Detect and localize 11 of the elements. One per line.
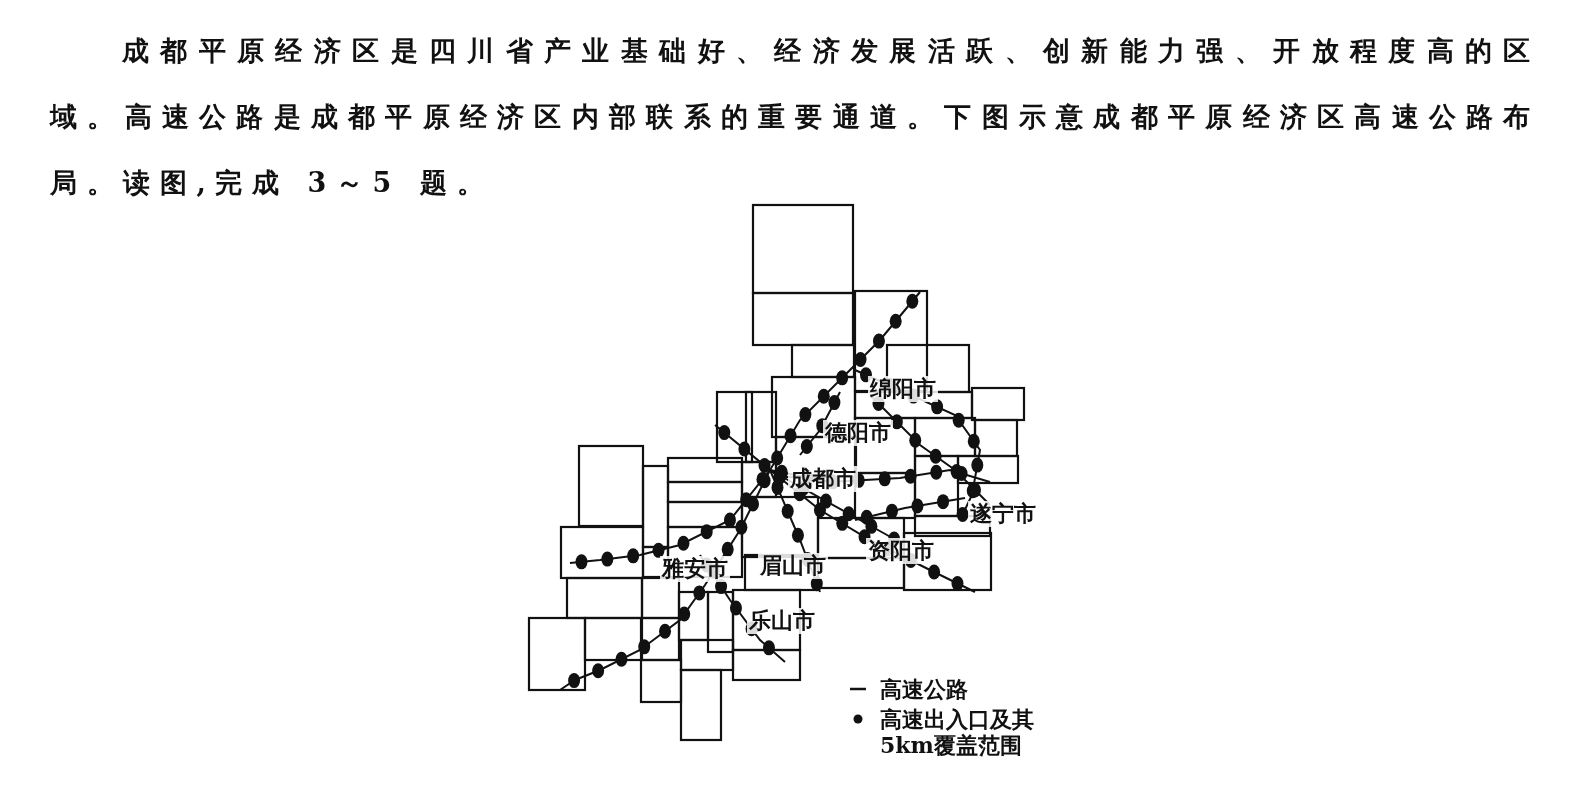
city-label: 遂宁市 — [968, 501, 1038, 527]
legend-label: 高速出入口及其5km覆盖范围 — [880, 706, 1035, 758]
city-label: 资阳市 — [866, 538, 936, 564]
city-label: 成都市 — [788, 466, 858, 492]
city-label: 乐山市 — [747, 608, 817, 634]
city-label: 绵阳市 — [868, 376, 938, 402]
question-paragraph: 成都平原经济区是四川省产业基础好、经济发展活跃、创新能力强、开放程度高的区域。高速公路是成都平原经济区内部联系的重要通道。下图示意成都平原经济区高速公路布局。读图,完成 3～5 题。 — [50, 34, 1540, 200]
legend-label: 高速公路 — [880, 676, 968, 702]
city-label: 眉山市 — [758, 553, 828, 579]
city-label: 雅安市 — [660, 556, 730, 582]
city-label: 德阳市 — [823, 420, 893, 446]
